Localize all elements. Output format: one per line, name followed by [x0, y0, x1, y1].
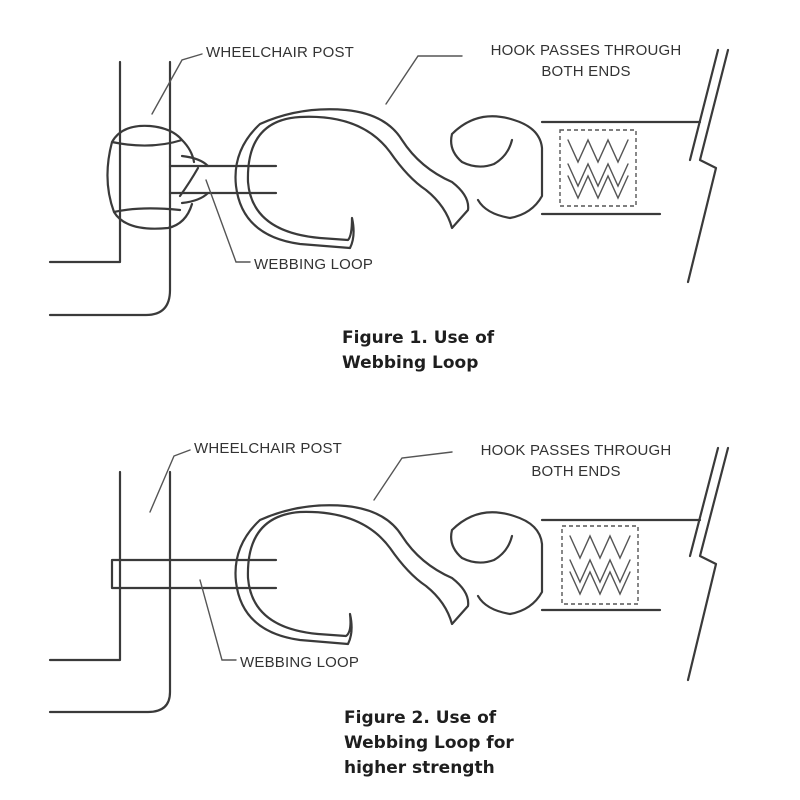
- tie-down-strap-2: [540, 518, 702, 612]
- wheelchair-post-2: [48, 470, 172, 714]
- webbing-wrap-1: [106, 124, 200, 230]
- s-hook-2: [234, 504, 470, 646]
- break-line-2: [686, 446, 730, 682]
- figure-1-loop-label: WEBBING LOOP: [254, 256, 374, 273]
- webbing-strap-2: [110, 558, 278, 590]
- wheelchair-post-1: [48, 60, 172, 317]
- stitch-box-2: [561, 525, 639, 605]
- stitch-box-1: [559, 129, 637, 207]
- buckle-loop-2: [450, 511, 544, 616]
- loop-leader-2: [199, 579, 237, 661]
- figure-2-post-label: WHEELCHAIR POST: [194, 440, 343, 457]
- figure-1-drawing: [48, 48, 730, 317]
- tie-down-strap-1: [540, 120, 702, 216]
- figure-2-drawing: [48, 446, 730, 714]
- figure-1-caption-line-1: Figure 1. Use of: [342, 328, 495, 348]
- stitch-pattern-1: [567, 138, 629, 200]
- post-leader-2: [149, 449, 191, 513]
- figure-1-hook-label-line-2: BOTH ENDS: [541, 63, 631, 80]
- figure-2-hook-label: HOOK PASSES THROUGH BOTH ENDS: [460, 440, 692, 482]
- figure-2-caption-line-2: Webbing Loop for: [344, 733, 514, 753]
- stitch-pattern-2: [569, 534, 631, 596]
- figure-1-post-label: WHEELCHAIR POST: [206, 44, 355, 61]
- figure-2-caption-line-3: higher strength: [344, 758, 495, 778]
- webbing-strap-1-end: [180, 154, 210, 205]
- figure-2-hook-label-line-1: HOOK PASSES THROUGH: [480, 442, 672, 459]
- s-hook-1: [234, 108, 470, 250]
- hook-leader-1: [385, 55, 463, 105]
- figure-2-hook-label-line-2: BOTH ENDS: [531, 463, 621, 480]
- hook-leader-2: [373, 451, 453, 501]
- buckle-loop-1: [450, 115, 544, 220]
- loop-leader-1: [205, 179, 251, 263]
- post-leader-1: [151, 53, 203, 115]
- figure-2-caption: Figure 2. Use of Webbing Loop for higher…: [344, 706, 514, 781]
- webbing-strap-1: [168, 164, 278, 195]
- figure-2-loop-label: WEBBING LOOP: [240, 654, 360, 671]
- break-line-1: [686, 48, 730, 284]
- figure-1-caption-line-2: Webbing Loop: [342, 353, 479, 373]
- figure-1-caption: Figure 1. Use of Webbing Loop: [342, 326, 494, 376]
- figure-1-hook-label: HOOK PASSES THROUGH BOTH ENDS: [470, 40, 702, 82]
- figure-2-caption-line-1: Figure 2. Use of: [344, 708, 497, 728]
- figure-1-hook-label-line-1: HOOK PASSES THROUGH: [490, 42, 682, 59]
